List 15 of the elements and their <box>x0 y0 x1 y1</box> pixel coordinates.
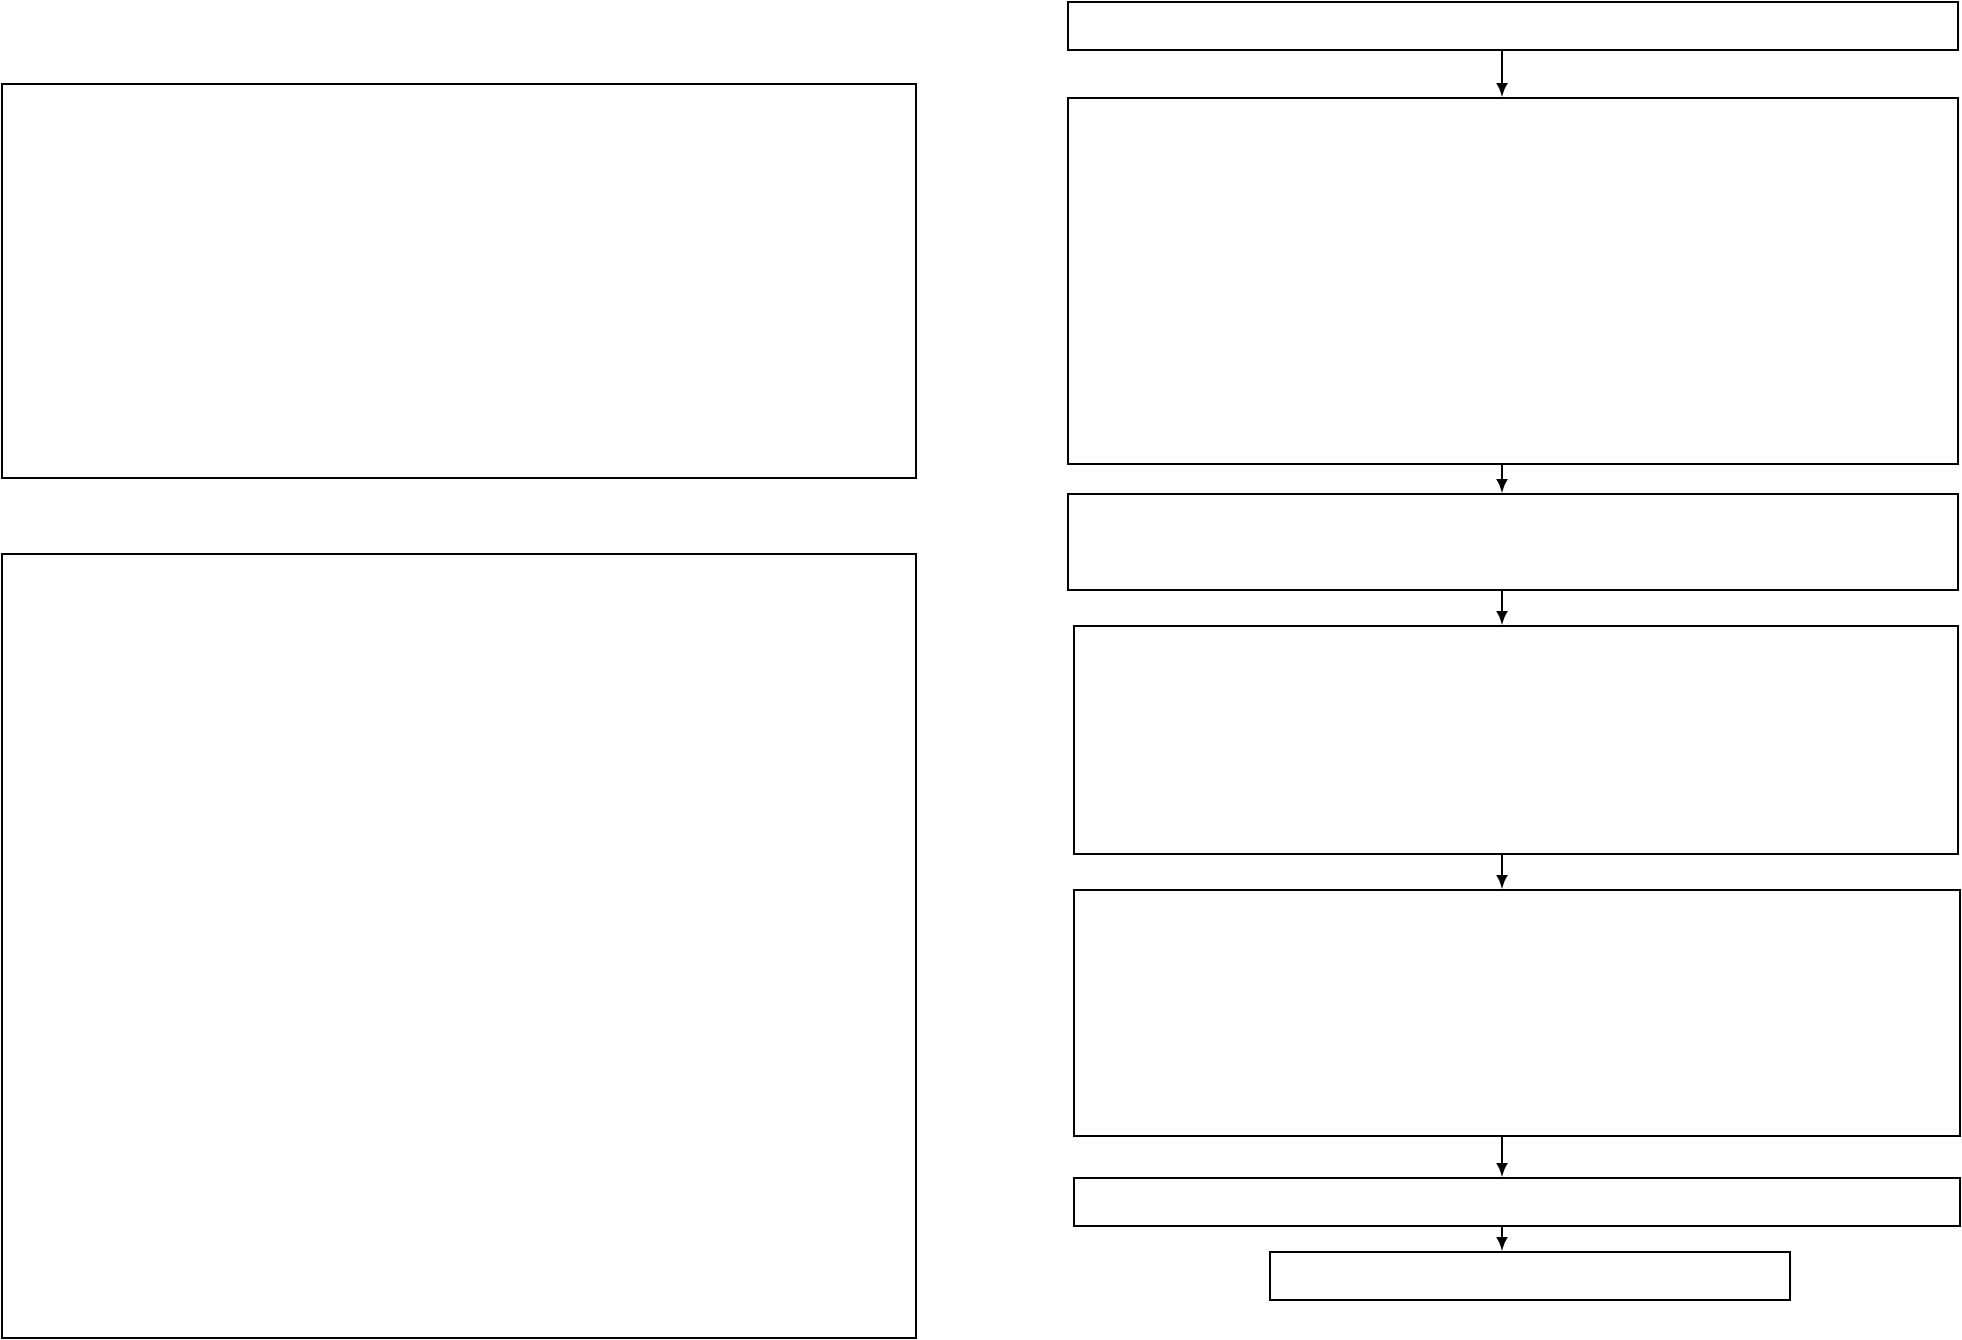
arrow <box>1496 854 1508 887</box>
arrow <box>1496 464 1508 491</box>
arrow <box>1496 1136 1508 1175</box>
box <box>1 553 917 1339</box>
arrow <box>1496 50 1508 95</box>
box <box>1 83 917 479</box>
process-box <box>1073 889 1962 1137</box>
arrow <box>1496 1226 1508 1249</box>
process-box <box>1073 1177 1962 1227</box>
process-box <box>1073 625 1960 855</box>
process-box <box>1067 1 1960 51</box>
process-box <box>1067 97 1960 465</box>
process-box <box>1269 1251 1791 1301</box>
process-box <box>1067 493 1960 591</box>
arrow <box>1496 590 1508 623</box>
